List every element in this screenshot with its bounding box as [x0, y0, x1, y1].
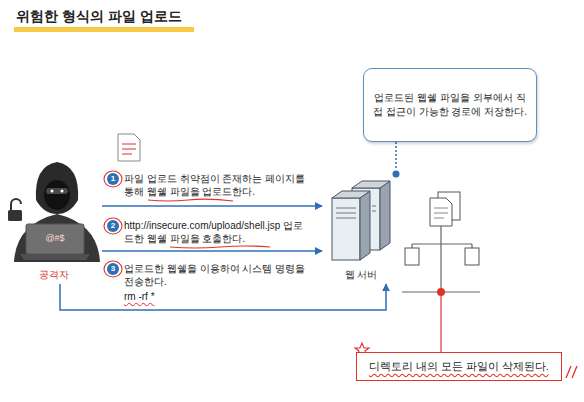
laptop-symbols: @#$ [35, 233, 75, 244]
laptop-screen [26, 224, 84, 254]
server-side [360, 191, 370, 260]
web-server: 웹 서버 [322, 170, 400, 284]
attacker-figure: 공격자 [6, 160, 102, 284]
step-description: 파일 업로드 취약점이 존재하는 페이지를 통해 웹쉘 파일을 업로드한다. [124, 172, 316, 198]
annotation-underline [148, 199, 233, 201]
server-top [352, 181, 390, 188]
command-text: rm -rf * [124, 291, 155, 303]
server-front [332, 198, 360, 260]
node-text: 웹 서버 [345, 268, 378, 281]
attacker-mask [46, 188, 68, 194]
annotation-circle [104, 171, 122, 187]
lock-shackle [11, 199, 21, 210]
attack-arrow [102, 205, 322, 207]
file-icon [430, 198, 452, 226]
attacker-eye [61, 190, 64, 193]
directory-dot [437, 288, 445, 296]
annotation-underline [170, 246, 270, 248]
lock-body [8, 210, 22, 221]
dotted-leader [395, 142, 397, 170]
step-description: 업로드한 웹쉘을 이용하여 시스템 명령을 전송한다. [124, 262, 316, 288]
annotation-circle [104, 218, 122, 234]
document-lines [122, 144, 136, 154]
attack-arrow [60, 284, 386, 310]
callout-box: 업로드된 웹쉘 파일을 외부에서 직접 접근이 가능한 경로에 저장한다. [363, 68, 537, 142]
diagram-title: 위험한 형식의 파일 업로드 [16, 8, 182, 25]
annotation-slashes [566, 366, 577, 378]
server-slots [336, 206, 376, 218]
laptop-base [20, 254, 90, 260]
attack-arrow [102, 250, 322, 252]
callout-number: 3 [107, 263, 119, 275]
annotation-circle [104, 261, 122, 277]
file-icon [405, 248, 419, 265]
node-text: 디렉토리 내의 모든 파일이 삭제된다. [369, 359, 549, 373]
attacker-hood [36, 162, 78, 214]
title-underline-bar [14, 27, 194, 32]
attacker-face [44, 180, 70, 210]
result-leader-line [440, 296, 441, 352]
server-top [332, 191, 370, 198]
callout-number: 1 [107, 173, 119, 185]
attacker-eye [51, 190, 54, 193]
node-text: 공격자 [39, 268, 69, 281]
result-box: 디렉토리 내의 모든 파일이 삭제된다. [356, 352, 562, 381]
document-icon [118, 134, 140, 161]
node-text: 업로드된 웹쉘 파일을 외부에서 직접 접근이 가능한 경로에 저장한다. [370, 91, 530, 119]
server-side [380, 181, 390, 250]
attacker-body [14, 214, 100, 262]
file-icon [465, 248, 479, 265]
file-lines [434, 208, 448, 218]
directory-tree-lines [402, 226, 480, 292]
step-description: http://insecure.com/upload/shell.jsp 업로드… [124, 219, 304, 245]
leader-dot [393, 171, 400, 178]
callout-number: 2 [107, 220, 119, 232]
